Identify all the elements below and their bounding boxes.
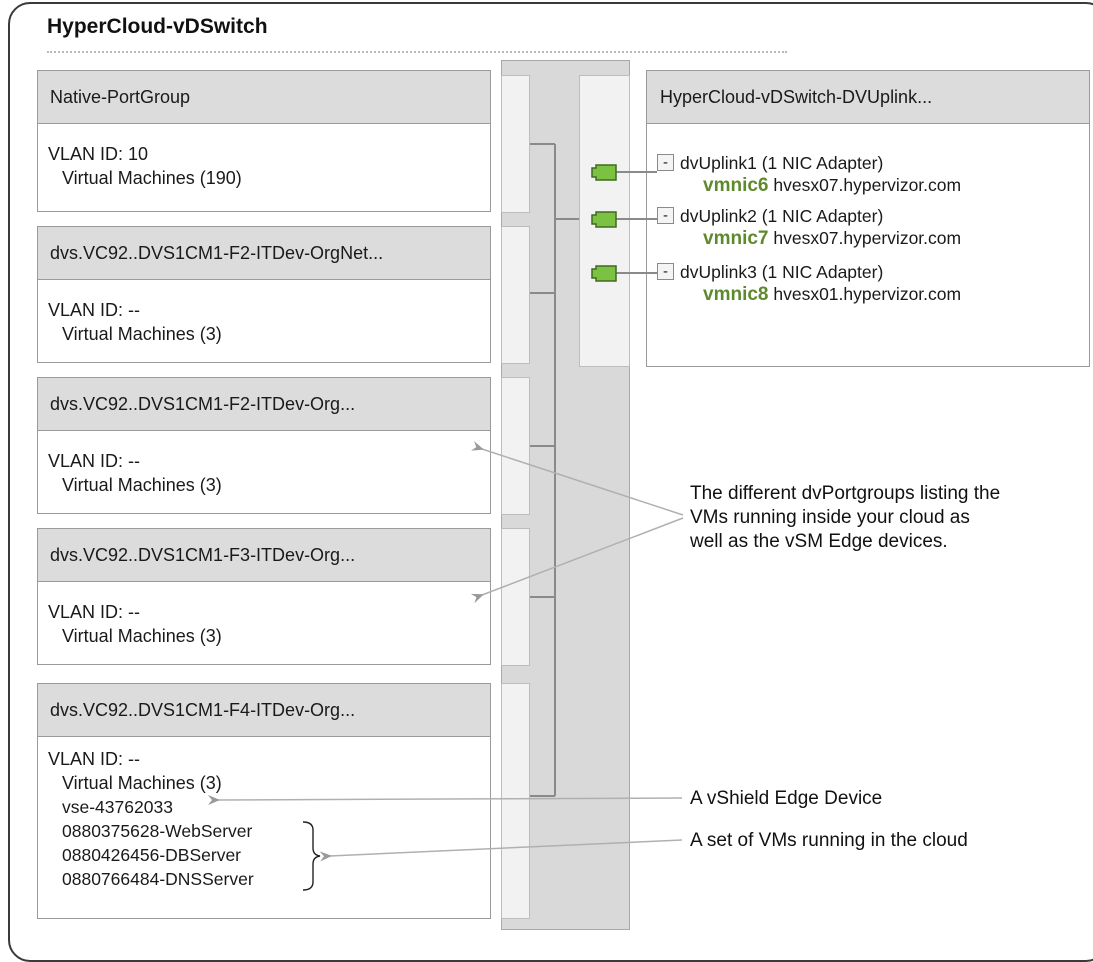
- nic-name: vmnic8: [703, 284, 769, 305]
- vm-item[interactable]: 0880375628-WebServer: [62, 821, 253, 841]
- portgroup-header: dvs.VC92..DVS1CM1-F2-ITDev-Org...: [38, 378, 490, 431]
- uplink-item-3: -dvUplink3 (1 NIC Adapter) vmnic8 hvesx0…: [657, 261, 961, 306]
- collapse-toggle[interactable]: -: [657, 206, 674, 224]
- uplink-pad: [579, 75, 630, 367]
- nic-host: hvesx01.hypervizor.com: [773, 284, 962, 304]
- uplink-header: HyperCloud-vDSwitch-DVUplink...: [647, 71, 1089, 124]
- title-divider: [47, 51, 787, 53]
- portgroup-header: dvs.VC92..DVS1CM1-F2-ITDev-OrgNet...: [38, 227, 490, 280]
- vm-count: Virtual Machines (190): [62, 168, 242, 188]
- uplink-label: dvUplink1 (1 NIC Adapter): [680, 153, 884, 173]
- portgroup-f3-org[interactable]: dvs.VC92..DVS1CM1-F3-ITDev-Org... VLAN I…: [37, 528, 491, 665]
- portgroup-header: dvs.VC92..DVS1CM1-F3-ITDev-Org...: [38, 529, 490, 582]
- vms-annotation: A set of VMs running in the cloud: [690, 830, 968, 851]
- uplink-item-2: -dvUplink2 (1 NIC Adapter) vmnic7 hvesx0…: [657, 205, 961, 250]
- switch-title: HyperCloud-vDSwitch: [47, 15, 268, 38]
- port-pad: [501, 528, 530, 666]
- vlan-id: VLAN ID: --: [48, 602, 141, 622]
- vm-count: Virtual Machines (3): [62, 324, 222, 344]
- uplink-label: dvUplink2 (1 NIC Adapter): [680, 206, 884, 226]
- vlan-id: VLAN ID: --: [48, 451, 141, 471]
- portgroup-native[interactable]: Native-PortGroup VLAN ID: 10 Virtual Mac…: [37, 70, 491, 212]
- nic-host: hvesx07.hypervizor.com: [773, 175, 962, 195]
- nic-name: vmnic7: [703, 228, 769, 249]
- nic-host: hvesx07.hypervizor.com: [773, 228, 962, 248]
- vm-item[interactable]: 0880426456-DBServer: [62, 845, 242, 865]
- annotation-line: well as the vSM Edge devices.: [690, 531, 948, 552]
- port-pad: [501, 75, 530, 213]
- collapse-toggle[interactable]: -: [657, 262, 674, 280]
- port-pad: [501, 683, 530, 919]
- portgroups-annotation: The different dvPortgroups listing the V…: [690, 482, 1000, 554]
- vm-count: Virtual Machines (3): [62, 626, 222, 646]
- nic-name: vmnic6: [703, 175, 769, 196]
- vm-count: Virtual Machines (3): [62, 475, 222, 495]
- collapse-toggle[interactable]: -: [657, 153, 674, 171]
- portgroup-f2-org[interactable]: dvs.VC92..DVS1CM1-F2-ITDev-Org... VLAN I…: [37, 377, 491, 514]
- vm-item[interactable]: 0880766484-DNSServer: [62, 869, 254, 889]
- portgroup-header: dvs.VC92..DVS1CM1-F4-ITDev-Org...: [38, 684, 490, 737]
- vm-count: Virtual Machines (3): [62, 773, 222, 793]
- uplink-item-1: -dvUplink1 (1 NIC Adapter) vmnic6 hvesx0…: [657, 152, 961, 197]
- portgroup-f4-org[interactable]: dvs.VC92..DVS1CM1-F4-ITDev-Org... VLAN I…: [37, 683, 491, 919]
- annotation-line: VMs running inside your cloud as: [690, 507, 970, 528]
- vlan-id: VLAN ID: --: [48, 749, 141, 769]
- annotation-line: The different dvPortgroups listing the: [690, 483, 1001, 504]
- portgroup-header: Native-PortGroup: [38, 71, 490, 124]
- vm-item-edge[interactable]: vse-43762033: [62, 797, 173, 817]
- port-pad: [501, 377, 530, 515]
- portgroup-f2-orgnet[interactable]: dvs.VC92..DVS1CM1-F2-ITDev-OrgNet... VLA…: [37, 226, 491, 363]
- vlan-id: VLAN ID: --: [48, 300, 141, 320]
- port-pad: [501, 226, 530, 364]
- uplink-label: dvUplink3 (1 NIC Adapter): [680, 262, 884, 282]
- vlan-id: VLAN ID: 10: [48, 144, 149, 164]
- edge-annotation: A vShield Edge Device: [690, 788, 883, 809]
